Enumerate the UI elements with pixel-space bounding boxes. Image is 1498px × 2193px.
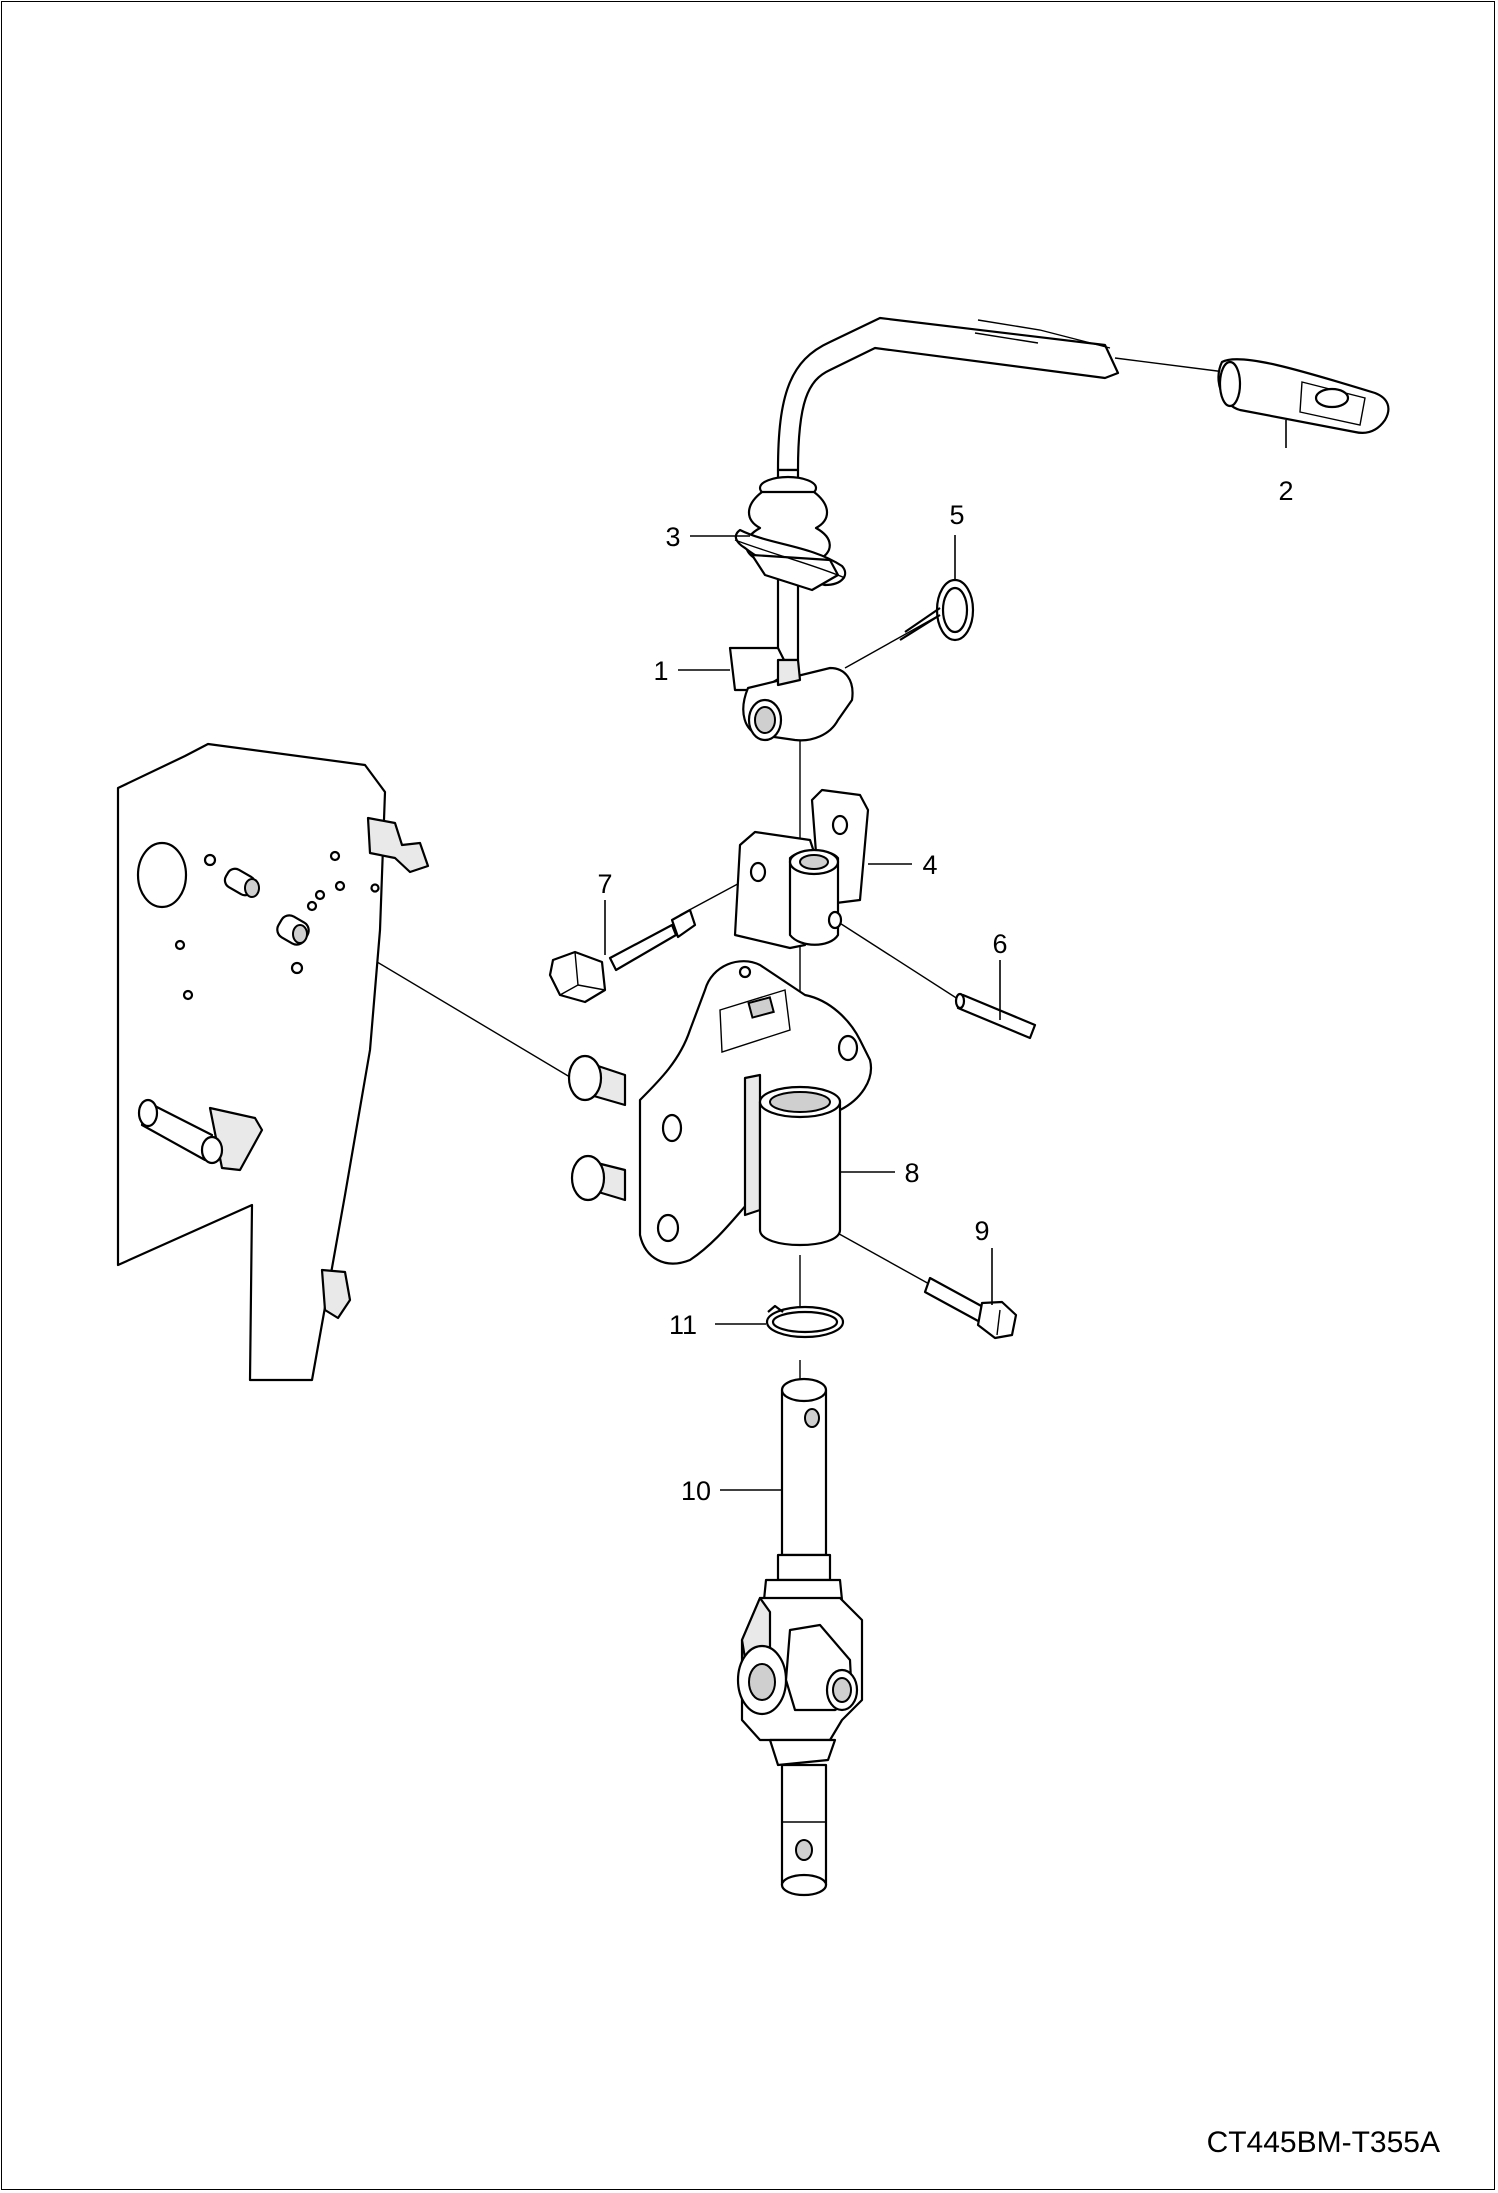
callout-10: 10	[681, 1476, 711, 1506]
part-5-clip-pin	[899, 578, 975, 642]
plate-bushing-lower	[276, 914, 310, 946]
callout-7: 7	[597, 869, 612, 899]
plate-pin-bracket	[137, 1098, 264, 1172]
part-1-lever-hub	[728, 646, 854, 742]
plate-bushing-upper	[223, 867, 260, 898]
mounting-plate	[116, 742, 430, 1382]
callout-1: 1	[653, 656, 668, 686]
callout-labels: 2 3 5 1 4 6 7 8 9 11 10	[597, 476, 1293, 1506]
part-6-spring-pin	[954, 992, 1037, 1040]
callout-leaders	[604, 420, 1287, 1491]
callout-6: 6	[992, 929, 1007, 959]
callout-8: 8	[904, 1158, 919, 1188]
part-9-bolt	[923, 1276, 1018, 1340]
drawing-code: CT445BM-T355A	[1207, 2126, 1440, 2159]
callout-9: 9	[974, 1216, 989, 1246]
callout-3: 3	[665, 522, 680, 552]
part-8-support-bracket	[567, 960, 873, 1265]
part-2-grip	[1217, 358, 1390, 434]
callout-11: 11	[669, 1310, 697, 1340]
callout-4: 4	[922, 850, 937, 880]
part-11-snap-ring	[765, 1304, 845, 1339]
part-10-shaft-ujoint	[736, 1377, 864, 1897]
callout-2: 2	[1278, 476, 1293, 506]
part-3-boot	[734, 475, 847, 592]
callout-5: 5	[949, 500, 964, 530]
part-4-clevis	[733, 788, 870, 950]
part-7-bolt	[548, 908, 697, 1004]
